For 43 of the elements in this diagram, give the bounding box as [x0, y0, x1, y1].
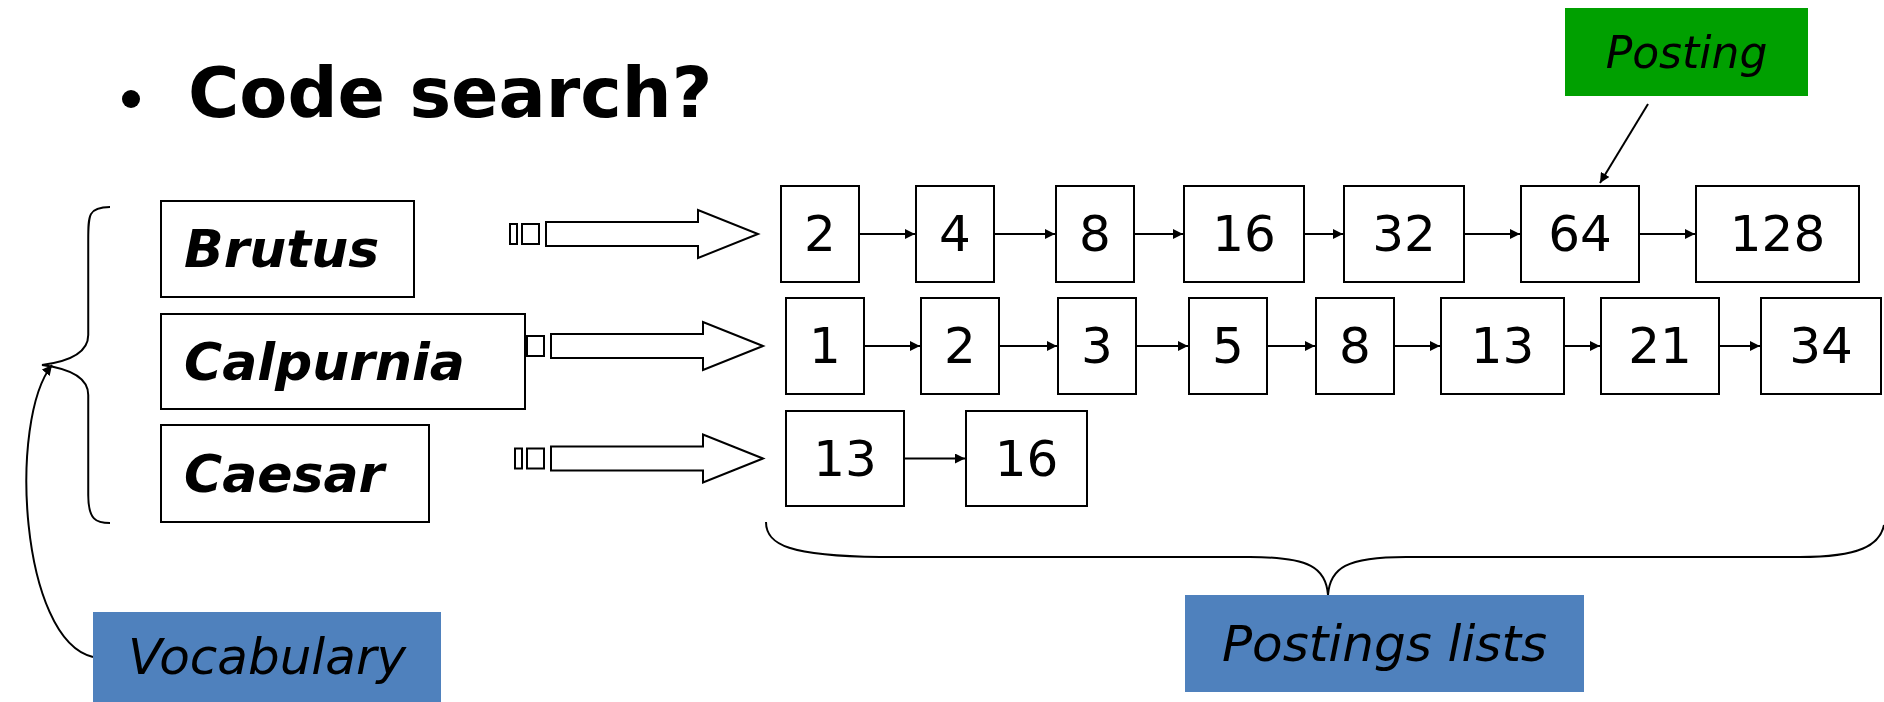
arrow — [1464, 229, 1521, 239]
posting-box: 8 — [1315, 297, 1395, 395]
posting-box: 128 — [1695, 185, 1860, 283]
posting-box: 13 — [1440, 297, 1565, 395]
arrow — [1599, 103, 1649, 184]
arrow — [1267, 341, 1316, 351]
arrow — [1394, 341, 1441, 351]
arrow — [1304, 229, 1344, 239]
posting-box: 1 — [785, 297, 865, 395]
posting-box: 3 — [1057, 297, 1137, 395]
block-arrow — [514, 433, 766, 484]
term-box: Brutus — [160, 200, 415, 298]
arrow — [25, 364, 94, 658]
posting-box: 2 — [780, 185, 860, 283]
callout-box: Posting — [1565, 8, 1808, 96]
posting-box: 16 — [1183, 185, 1305, 283]
arrow — [1719, 341, 1761, 351]
arrow — [1564, 341, 1601, 351]
arrow — [904, 453, 966, 464]
arrow — [999, 341, 1058, 351]
posting-box: 2 — [920, 297, 1000, 395]
arrow — [1136, 341, 1189, 351]
curly-brace — [41, 206, 111, 524]
arrow — [1639, 229, 1696, 239]
posting-box: 4 — [915, 185, 995, 283]
term-box: Calpurnia — [160, 313, 526, 410]
block-arrow — [509, 208, 761, 260]
posting-box: 5 — [1188, 297, 1268, 395]
posting-box: 32 — [1343, 185, 1465, 283]
term-box: Caesar — [160, 424, 430, 523]
posting-box: 64 — [1520, 185, 1640, 283]
arrow — [864, 341, 921, 351]
posting-box: 16 — [965, 410, 1088, 507]
posting-box: 13 — [785, 410, 905, 507]
posting-box: 8 — [1055, 185, 1135, 283]
arrow — [994, 229, 1056, 239]
arrow — [859, 229, 916, 239]
callout-box: Postings lists — [1185, 595, 1584, 692]
callout-box: Vocabulary — [93, 612, 441, 702]
posting-box: 34 — [1760, 297, 1882, 395]
arrow — [1134, 229, 1184, 239]
heading-text: Code search? — [188, 52, 713, 134]
posting-box: 21 — [1600, 297, 1720, 395]
